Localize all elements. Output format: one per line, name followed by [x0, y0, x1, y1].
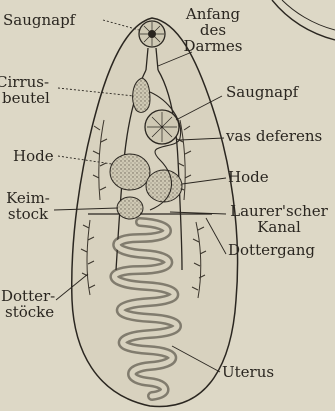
label-anfang-des-darmes: Anfang des Darmes	[178, 6, 248, 54]
label-cirrusbeutel-line-1: Cirrus-	[0, 74, 50, 90]
label-uterus: Uterus	[222, 364, 274, 380]
label-saugnapf-top: Saugnapf	[3, 12, 75, 28]
label-keimstock: Keim- stock	[0, 190, 56, 222]
label-cirrusbeutel-line-2: beutel	[0, 90, 50, 106]
label-saugnapf-ventral: Saugnapf	[226, 84, 298, 100]
label-dotterstoecke-line-2: stöcke	[1, 304, 55, 320]
oral-sucker	[139, 21, 165, 47]
label-laurer-kanal: Laurer'scher Kanal	[222, 203, 335, 235]
label-hode-right: Hode	[228, 169, 269, 185]
label-keimstock-line-1: Keim-	[0, 190, 56, 206]
ovary	[117, 197, 143, 219]
label-dotterstoecke-line-1: Dotter-	[1, 288, 55, 304]
label-keimstock-line-2: stock	[0, 206, 56, 222]
label-anfang-line-3: Darmes	[178, 38, 248, 54]
adjacent-specimen-edge	[272, 0, 335, 40]
label-dotterstoecke: Dotter- stöcke	[1, 288, 55, 320]
label-cirrusbeutel: Cirrus- beutel	[0, 74, 50, 106]
label-dottergang: Dottergang	[228, 242, 315, 258]
label-laurer-line-2: Kanal	[222, 219, 335, 235]
label-anfang-line-1: Anfang	[178, 6, 248, 22]
label-vas-deferens: vas deferens	[226, 128, 322, 144]
ventral-sucker	[145, 110, 179, 144]
label-anfang-line-2: des	[178, 22, 248, 38]
label-laurer-line-1: Laurer'scher	[222, 203, 335, 219]
label-hode-left: Hode	[13, 148, 54, 164]
